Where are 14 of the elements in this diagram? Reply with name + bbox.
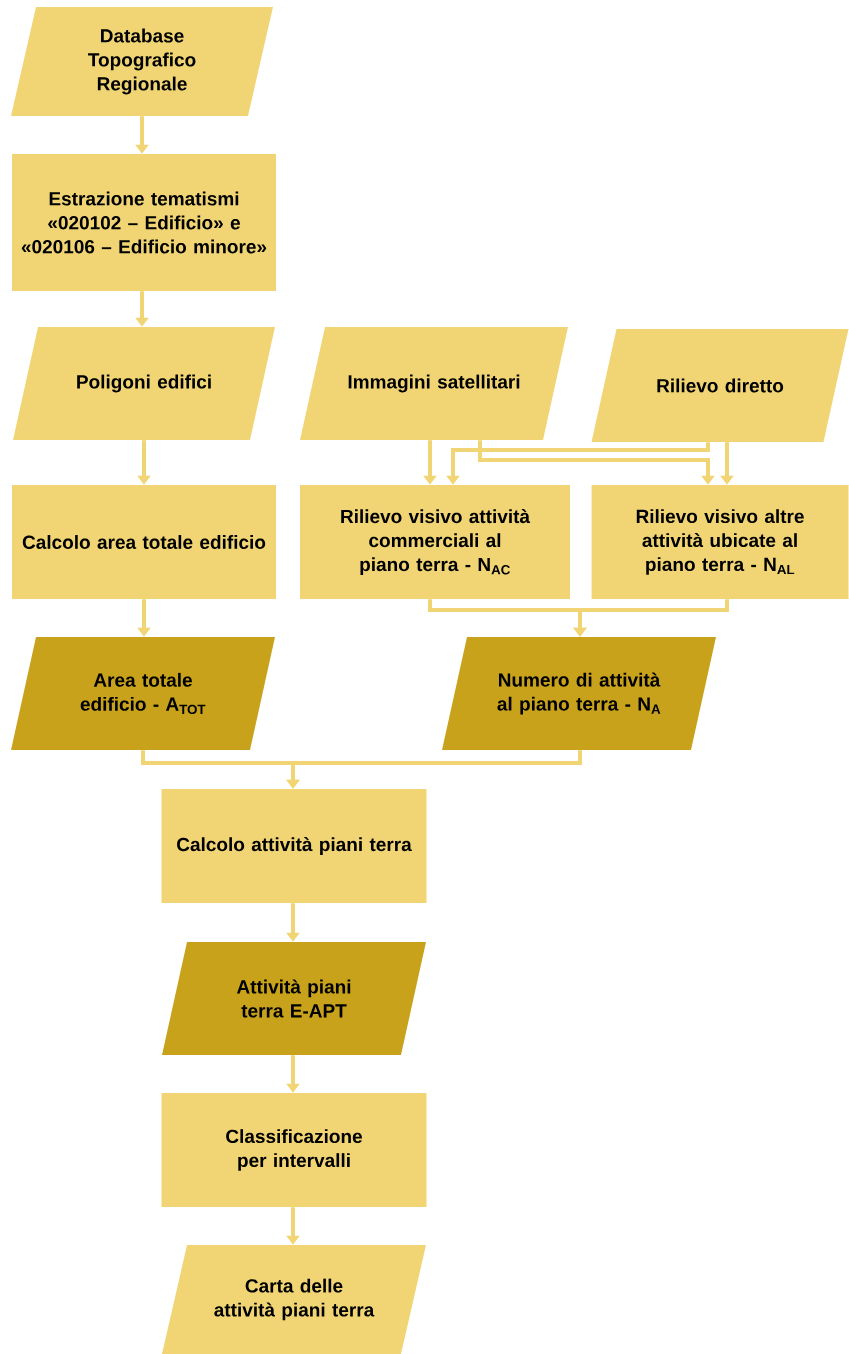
parallelogram-box: Database Topografico Regionale	[11, 7, 273, 116]
parallelogram-box: Attività piani terra E-APT	[162, 942, 426, 1055]
process-box: Classificazione per intervalli	[161, 1093, 427, 1207]
parallelogram-box: Numero di attività al piano terra - N$_{A}$	[442, 637, 716, 750]
parallelogram-box: Immagini satellitari	[300, 327, 568, 440]
process-box: Rilievo visivo altre attività ubicate al piano terra - N$_{AL}$	[591, 485, 849, 599]
parallelogram-box: Rilievo diretto	[591, 329, 849, 442]
process-box: Calcolo area totale edificio	[12, 485, 276, 599]
parallelogram-box: Carta delle attività piani terra	[162, 1245, 426, 1354]
process-box: Rilievo visivo attività commerciali al piano terra - N$_{AC}$	[300, 485, 570, 599]
parallelogram-box: Poligoni edifici	[13, 327, 275, 440]
process-box: Calcolo attività piani terra	[161, 789, 427, 903]
process-box: Estrazione tematismi «020102 – Edificio» e «020106 – Edificio minore»	[12, 154, 276, 291]
parallelogram-box: Area totale edificio - A$_{TOT}$	[11, 637, 275, 750]
